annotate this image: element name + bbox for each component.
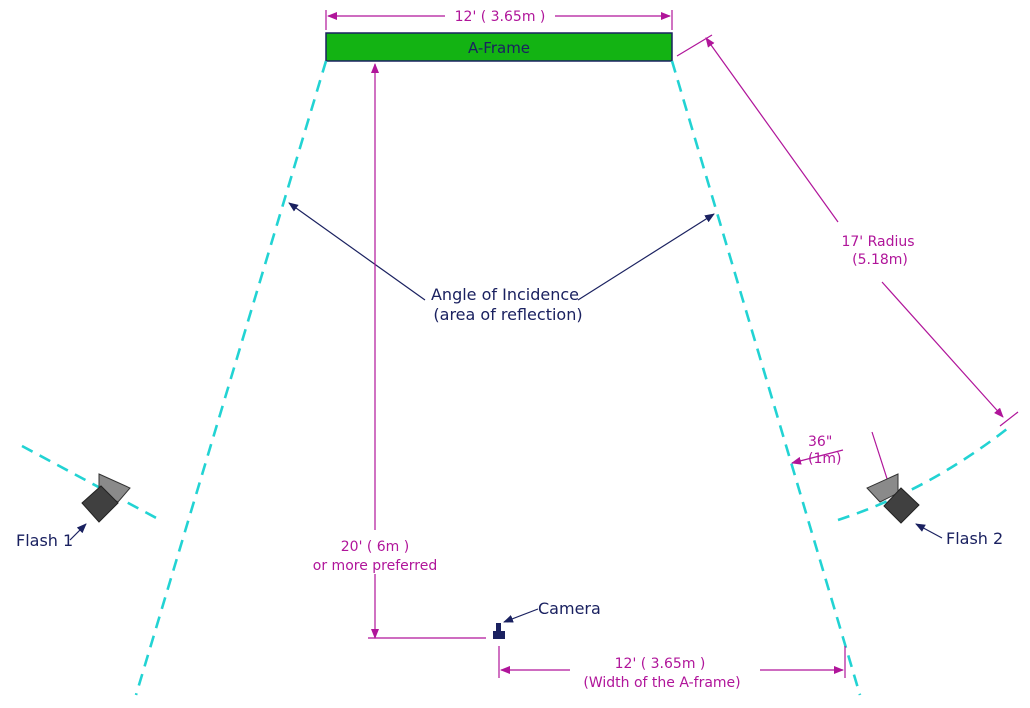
offset-dimension xyxy=(791,449,844,465)
flash2-icon xyxy=(866,473,920,524)
a-frame-bar xyxy=(325,32,673,62)
flash2-label: Flash 2 xyxy=(946,529,1003,548)
incidence-leader-right xyxy=(577,213,715,301)
incidence-label-line2: (area of reflection) xyxy=(433,305,582,324)
flash1-leader xyxy=(69,523,87,541)
distance-label-line1: 20' ( 6m ) xyxy=(341,539,409,555)
offset-label-line2: (1m) xyxy=(808,451,841,467)
bottom-width-label-bg xyxy=(570,650,760,692)
incidence-label-line1: Angle of Incidence xyxy=(431,285,579,304)
incidence-dashed-left xyxy=(134,60,328,696)
distance-label-bg xyxy=(300,530,450,574)
radius-dimension-lower xyxy=(881,281,1004,418)
distance-label-line2: or more preferred xyxy=(313,558,437,574)
flash2-arc-dashed xyxy=(837,423,1013,522)
flash1-icon xyxy=(81,473,131,523)
offset-label-line1: 36" xyxy=(808,434,832,450)
flash2-leader xyxy=(915,523,943,539)
radius-dimension-upper xyxy=(705,37,839,223)
radius-ext-bottom xyxy=(999,411,1019,427)
camera-icon xyxy=(493,623,505,639)
flash1-label: Flash 1 xyxy=(16,531,73,550)
camera-label: Camera xyxy=(538,599,601,618)
radius-label-line1: 17' Radius xyxy=(841,234,914,250)
top-width-label: 12' ( 3.65m ) xyxy=(455,9,546,25)
incidence-leader-left xyxy=(288,202,426,301)
camera-leader xyxy=(503,608,539,623)
bottom-width-label-line1: 12' ( 3.65m ) xyxy=(615,656,706,672)
bottom-width-label-line2: (Width of the A-frame) xyxy=(583,675,740,691)
a-frame-label: A-Frame xyxy=(468,39,530,57)
incidence-dashed-right xyxy=(670,60,862,696)
flash1-arc-dashed xyxy=(21,444,161,522)
radius-label-line2: (5.18m) xyxy=(852,252,908,268)
top-width-label-bg xyxy=(445,6,555,26)
